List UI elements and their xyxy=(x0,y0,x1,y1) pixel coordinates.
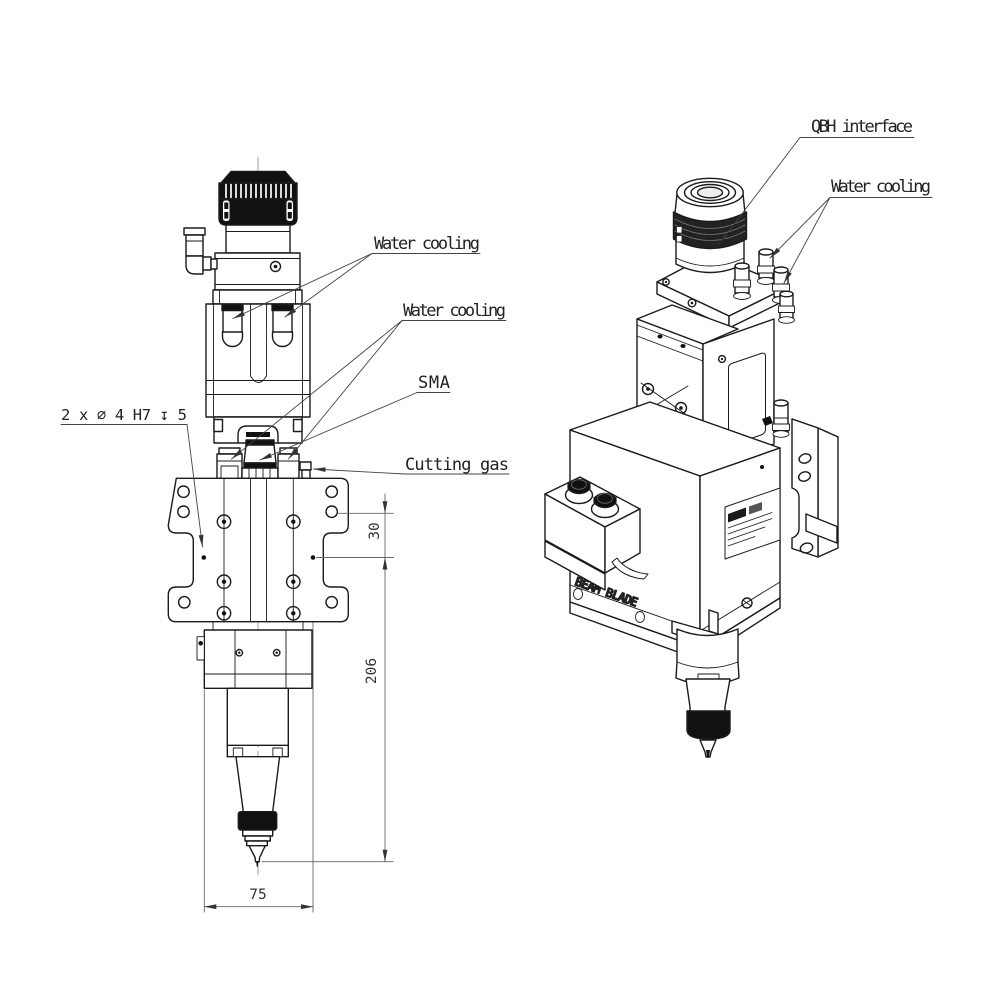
name-plate xyxy=(724,487,781,560)
water-port-right xyxy=(277,447,300,479)
hole-note: 2 x ⌀ 4 H7 ↧ 5 xyxy=(60,406,204,548)
mounting-plate xyxy=(167,477,349,913)
body-screw xyxy=(741,597,753,609)
callout-qbh: QBH interface xyxy=(718,117,915,245)
plate-holes xyxy=(177,485,339,609)
callout-cutting-gas-text: Cutting gas xyxy=(405,455,509,475)
front-view: 30 206 75 2 x ⌀ 4 H7 ↧ 5 Water cooling W… xyxy=(60,156,510,913)
push-fitting xyxy=(757,248,775,285)
iso-mounting-bracket xyxy=(791,418,839,558)
cutting-gas-port xyxy=(299,461,312,480)
qbh-cap xyxy=(218,170,298,226)
hole-note-text: 2 x ⌀ 4 H7 ↧ 5 xyxy=(61,406,187,424)
m12-connector xyxy=(590,492,620,519)
collimator-neck xyxy=(214,224,301,291)
dowel-hole-right xyxy=(310,555,316,560)
nozzle-tip xyxy=(248,845,266,863)
nozzle-ring xyxy=(237,811,278,831)
iso-view: BEAM BLADE xyxy=(544,117,933,758)
iso-nozzle xyxy=(671,609,740,758)
callout-water-cooling-iso-text: Water cooling xyxy=(831,177,931,197)
callout-sma-text: SMA xyxy=(418,373,450,393)
dim-206: 206 xyxy=(364,658,380,684)
callout-water-cooling-upper-text: Water cooling xyxy=(374,234,480,254)
elbow-fitting xyxy=(183,227,218,275)
push-fitting xyxy=(733,262,751,300)
iso-sensor-box xyxy=(544,476,649,591)
screw-icon xyxy=(269,260,282,273)
lower-block xyxy=(196,621,313,689)
iso-main-body: BEAM BLADE xyxy=(569,401,781,661)
iso-water-fittings xyxy=(733,248,795,324)
callout-qbh-text: QBH interface xyxy=(811,117,913,137)
iso-shoulder-fitting xyxy=(762,399,790,438)
plate-screws xyxy=(216,514,301,621)
nozzle-assembly-front xyxy=(226,687,290,867)
water-port-left xyxy=(216,447,243,479)
dowel-hole-left xyxy=(201,555,207,560)
callout-water-cooling-lower-text: Water cooling xyxy=(403,301,506,321)
callout-cutting-gas: Cutting gas xyxy=(313,455,510,475)
upper-body xyxy=(205,303,311,418)
qbh-connector-iso xyxy=(672,177,748,274)
dimensions: 30 206 75 xyxy=(203,493,394,913)
callout-water-cooling-iso: Water cooling xyxy=(769,177,933,284)
dim-30: 30 xyxy=(367,522,383,539)
step-section xyxy=(213,416,303,444)
callout-water-cooling-lower: Water cooling xyxy=(231,301,507,460)
dim-75: 75 xyxy=(249,887,266,903)
iso-nozzle-ring xyxy=(686,710,731,740)
front-callouts: Water cooling Water cooling SMA Cutting … xyxy=(231,234,510,475)
callout-sma: SMA xyxy=(259,373,451,461)
push-fitting xyxy=(778,290,795,324)
m12-connector xyxy=(564,478,594,505)
cable-clip xyxy=(611,557,649,580)
callout-water-cooling-upper: Water cooling xyxy=(232,234,481,319)
iso-callouts: QBH interface Water cooling xyxy=(718,117,933,284)
